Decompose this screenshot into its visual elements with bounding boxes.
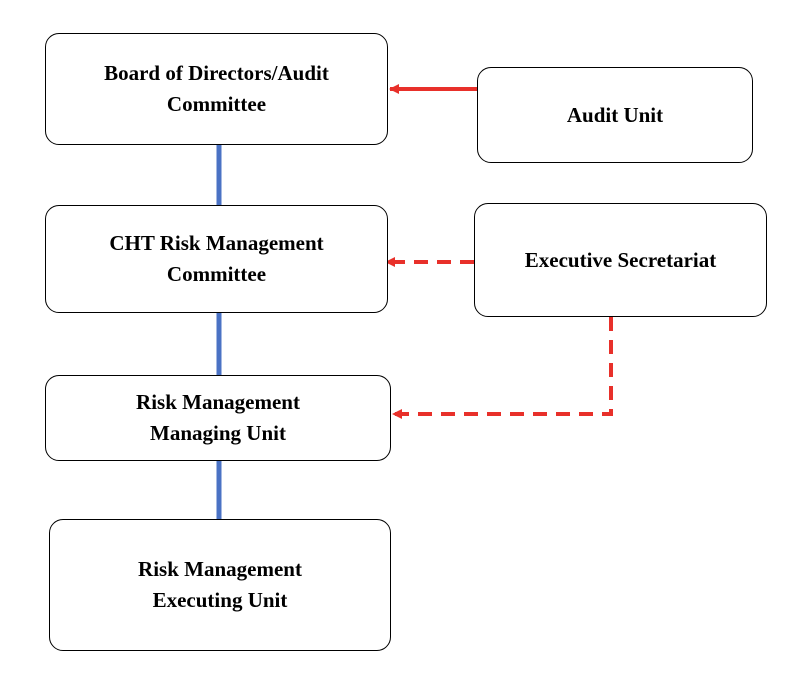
node-risk-management-managing-unit: Risk Management Managing Unit	[45, 375, 391, 461]
node-label-line: Risk Management	[136, 390, 300, 414]
arrow-exec-secretariat-to-managing-unit	[392, 317, 613, 419]
node-label-line: Managing Unit	[150, 421, 286, 445]
node-board-of-directors: Board of Directors/Audit Committee	[45, 33, 388, 145]
node-executive-secretariat: Executive Secretariat	[474, 203, 767, 317]
node-label-line: Audit Unit	[566, 102, 664, 127]
node-label-line: CHT Risk Management	[109, 231, 324, 255]
node-label-line: Executive Secretariat	[524, 247, 717, 272]
node-label-line: Committee	[166, 262, 267, 286]
node-risk-management-executing-unit: Risk Management Executing Unit	[49, 519, 391, 651]
node-label-line: Board of Directors/Audit	[104, 61, 329, 85]
node-cht-risk-management-committee: CHT Risk Management Committee	[45, 205, 388, 313]
node-label-line: Executing Unit	[152, 588, 288, 612]
node-audit-unit: Audit Unit	[477, 67, 753, 163]
node-label-line: Risk Management	[138, 557, 302, 581]
node-label-line: Committee	[166, 92, 267, 116]
